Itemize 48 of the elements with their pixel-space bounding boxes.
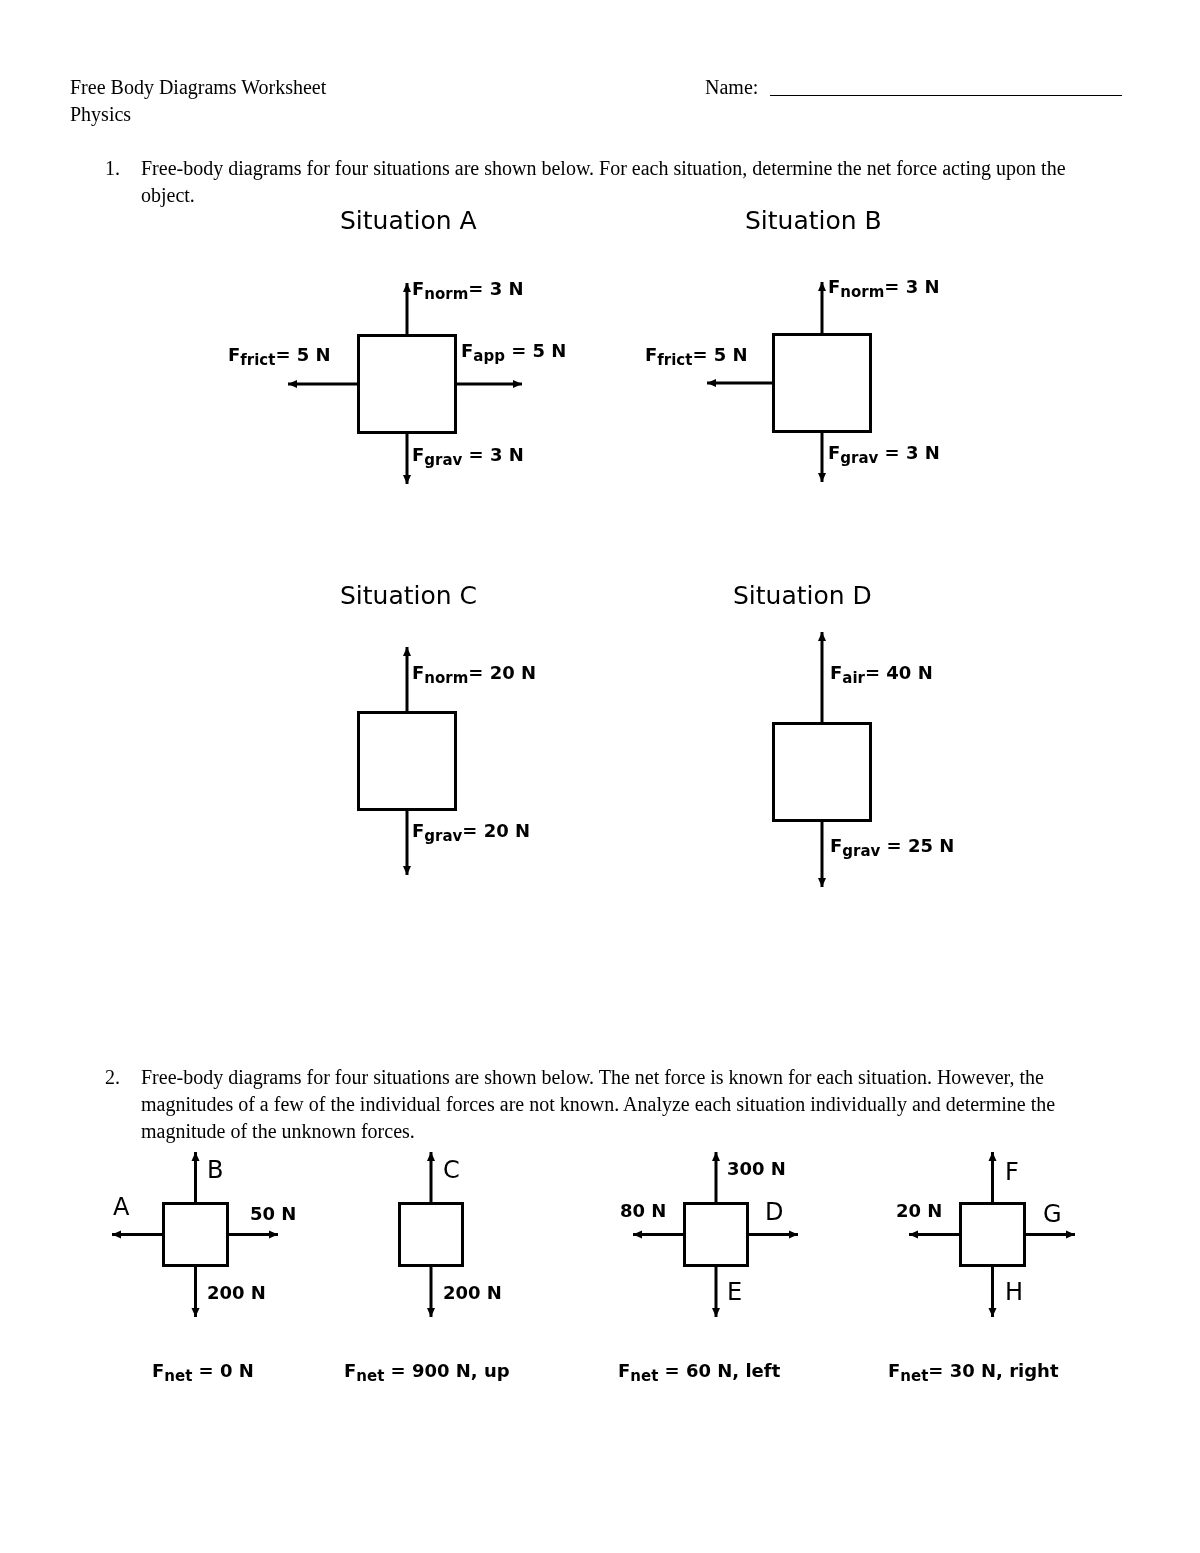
situation-heading: Situation B (745, 206, 882, 235)
net-force-label: F$_{net}$ = 60 N, left (618, 1360, 781, 1385)
situation-heading: Situation C (340, 581, 478, 610)
situation-heading: Situation D (733, 581, 872, 610)
force-label: F$_{grav}$ = 3 N (828, 442, 940, 467)
force-label: F$_{grav}$ = 25 N (830, 835, 955, 860)
question-text: Free-body diagrams for four situations are shown below. The net force is known for each situation. However, the magnitudes of a few of the individual forces are not known. Analyze each situation individually and determine the magnitude of the unknown forces. (141, 1065, 1057, 1145)
object-box (357, 334, 457, 434)
unknown-force-letter: H (1005, 1278, 1024, 1306)
force-label: 200 N (443, 1282, 502, 1303)
force-label: F$_{grav}$ = 3 N (412, 444, 524, 469)
object-box (683, 1202, 749, 1267)
force-label: 300 N (727, 1158, 786, 1179)
unknown-force-letter: D (765, 1198, 784, 1226)
question-number: 2. (105, 1065, 120, 1090)
object-box (357, 711, 457, 811)
force-label: F$_{norm}$= 3 N (412, 278, 524, 303)
name-label: Name: (705, 75, 759, 100)
force-label: F$_{grav}$= 20 N (412, 820, 531, 845)
net-force-label: F$_{net}$ = 0 N (152, 1360, 254, 1385)
subject-label: Physics (70, 102, 132, 128)
force-label: 20 N (896, 1200, 943, 1221)
force-label: F$_{frict}$= 5 N (228, 344, 331, 369)
unknown-force-letter: A (113, 1193, 130, 1221)
force-label: F$_{air}$= 40 N (830, 662, 933, 687)
unknown-force-letter: F (1005, 1158, 1019, 1186)
question-text: Free-body diagrams for four situations are shown below. For each situation, determine the net force acting upon the object. (141, 156, 1067, 209)
force-label: F$_{norm}$= 20 N (412, 662, 537, 687)
object-box (959, 1202, 1026, 1267)
object-box (772, 722, 872, 822)
question-number: 1. (105, 156, 120, 181)
unknown-force-letter: B (207, 1156, 224, 1184)
situation-heading: Situation A (340, 206, 477, 235)
force-label: F$_{app}$ = 5 N (461, 340, 567, 365)
object-box (398, 1202, 464, 1267)
worksheet-title: Free Body Diagrams Worksheet (70, 75, 327, 101)
force-label: 200 N (207, 1282, 266, 1303)
object-box (772, 333, 872, 433)
force-label: F$_{norm}$= 3 N (828, 276, 940, 301)
unknown-force-letter: C (443, 1156, 460, 1184)
object-box (162, 1202, 229, 1267)
force-label: 50 N (250, 1203, 297, 1224)
force-label: F$_{frict}$= 5 N (645, 344, 748, 369)
net-force-label: F$_{net}$ = 900 N, up (344, 1360, 510, 1385)
force-label: 80 N (620, 1200, 667, 1221)
net-force-label: F$_{net}$= 30 N, right (888, 1360, 1059, 1385)
unknown-force-letter: E (727, 1278, 743, 1306)
unknown-force-letter: G (1043, 1200, 1062, 1228)
